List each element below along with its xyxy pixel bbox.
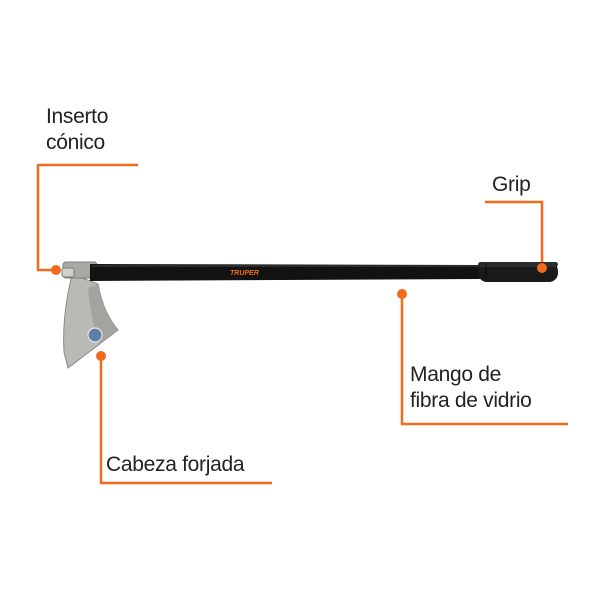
brand-mark: TRUPER [230, 270, 259, 277]
label-inserto-line2: cónico [46, 131, 105, 154]
callout-line-grip [485, 200, 544, 266]
blade-label-sticker [87, 327, 103, 343]
fiberglass-handle: TRUPER [90, 264, 480, 281]
callout-dot-inserto [51, 265, 61, 275]
callout-dot-mango [397, 289, 407, 299]
label-cabeza-forjada: Cabeza forjada [106, 453, 245, 476]
hoe-blade [63, 273, 119, 369]
label-inserto-line1: Inserto [46, 105, 109, 128]
callout-lines [36, 163, 568, 485]
label-inserto-conico: Inserto cónico [46, 104, 108, 156]
label-mango-line1: Mango de [410, 363, 502, 386]
callout-dot-grip [537, 263, 547, 273]
label-grip: Grip [492, 173, 531, 196]
conical-insert [61, 261, 98, 279]
label-mango: Mango de fibra de vidrio [410, 362, 532, 414]
callout-dot-cabeza [96, 351, 106, 361]
callout-line-mango [400, 294, 568, 426]
callout-dots [51, 263, 547, 361]
label-mango-line2: fibra de vidrio [410, 389, 532, 412]
callout-line-inserto [36, 163, 138, 272]
callout-line-cabeza [99, 357, 272, 485]
